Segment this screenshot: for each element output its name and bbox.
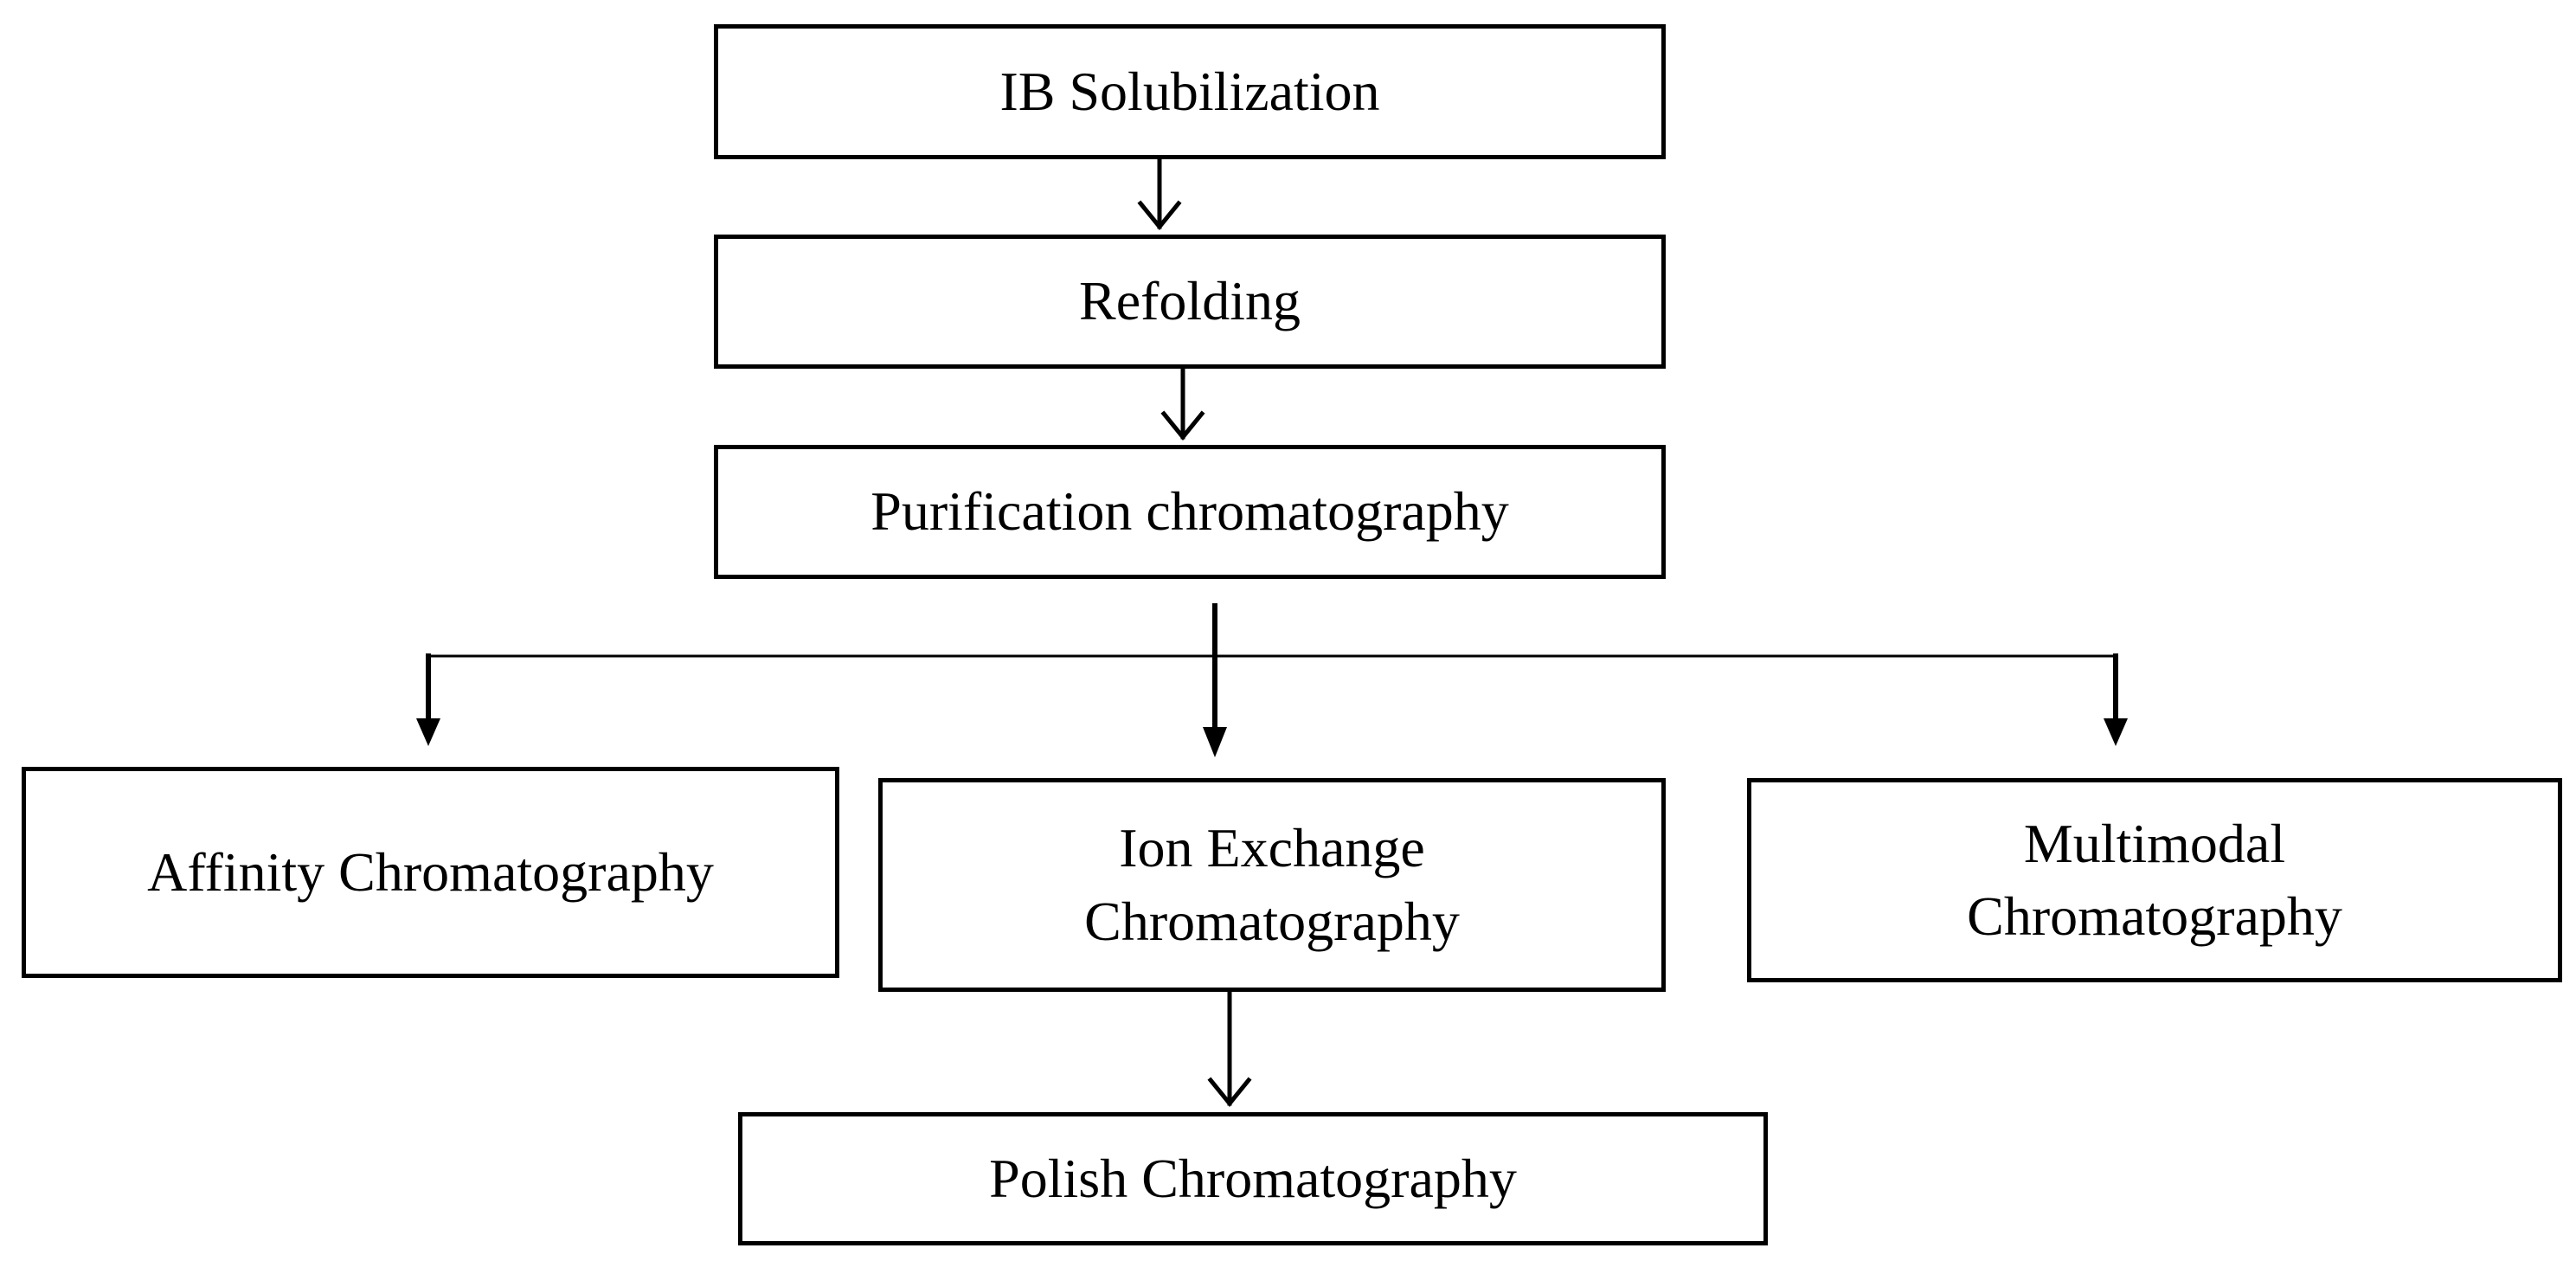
node-multimodal-chromatography: Multimodal Chromatography — [1747, 778, 2562, 982]
node-affinity-chromatography: Affinity Chromatography — [22, 767, 839, 978]
arrowhead-ion-exchange — [1203, 727, 1227, 757]
arrowhead-multimodal — [2104, 718, 2128, 746]
node-ib-solubilization: IB Solubilization — [714, 24, 1666, 159]
node-ion-exchange-chromatography: Ion Exchange Chromatography — [878, 778, 1666, 992]
edge-solubilization-to-refolding — [1137, 158, 1182, 230]
edge-refolding-to-purification — [1160, 368, 1205, 441]
node-multimodal-chromatography-line2: Chromatography — [1967, 885, 2342, 947]
edge-ion-exchange-to-polish — [1207, 991, 1252, 1107]
node-refolding-label: Refolding — [1079, 270, 1301, 332]
node-polish-chromatography-label: Polish Chromatography — [989, 1147, 1517, 1209]
node-refolding: Refolding — [714, 235, 1666, 369]
node-polish-chromatography: Polish Chromatography — [738, 1112, 1768, 1245]
node-ion-exchange-chromatography-line1: Ion Exchange — [1119, 817, 1425, 879]
node-multimodal-chromatography-line1: Multimodal — [2023, 812, 2286, 874]
arrowhead-affinity — [416, 718, 440, 746]
node-affinity-chromatography-label: Affinity Chromatography — [147, 840, 714, 903]
node-purification-chromatography: Purification chromatography — [714, 445, 1666, 579]
node-ion-exchange-chromatography-line2: Chromatography — [1084, 890, 1460, 952]
node-ib-solubilization-label: IB Solubilization — [999, 60, 1380, 122]
node-purification-chromatography-label: Purification chromatography — [870, 480, 1509, 543]
